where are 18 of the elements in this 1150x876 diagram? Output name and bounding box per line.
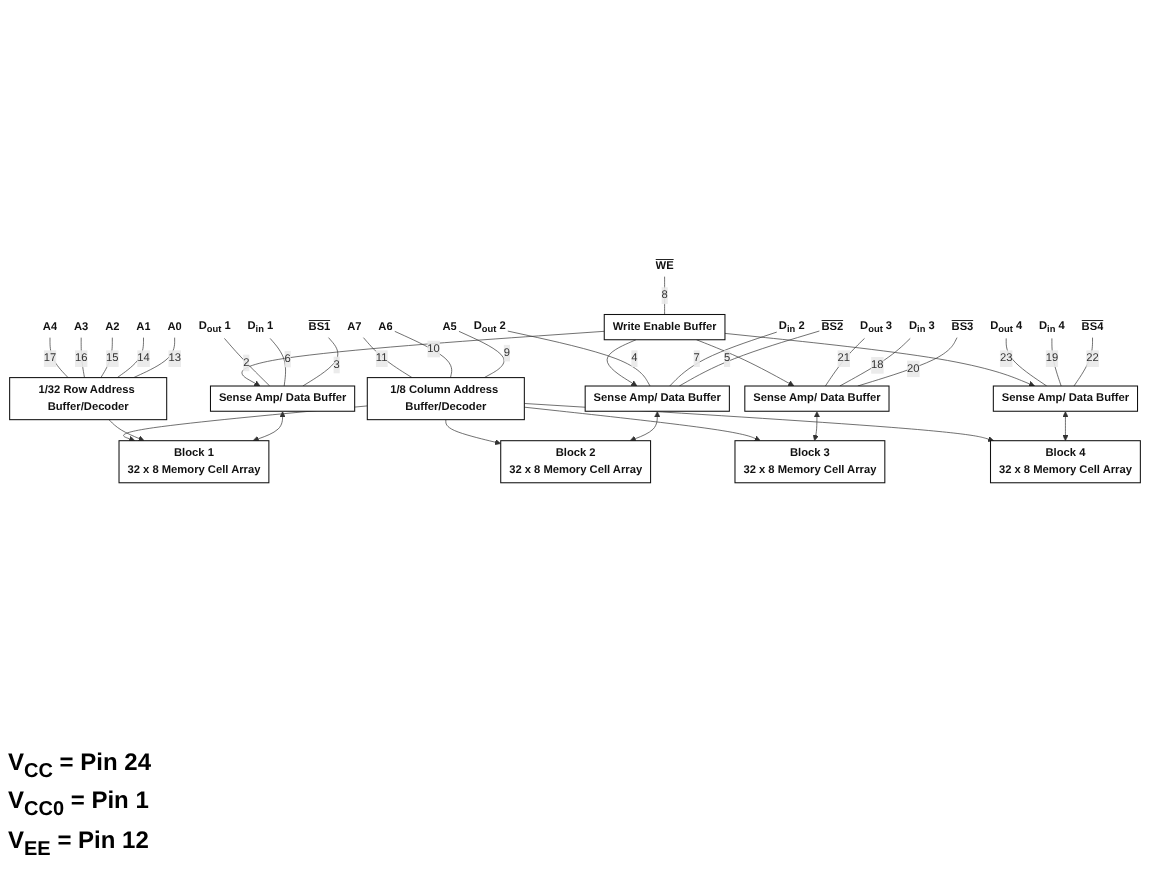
connector xyxy=(224,338,271,388)
connector xyxy=(669,332,778,388)
connector xyxy=(302,338,339,388)
supply-pin-note: V$_{EE}$ = Pin 12 xyxy=(8,825,151,860)
connector xyxy=(857,338,958,388)
connector xyxy=(269,338,286,388)
connector xyxy=(363,338,413,379)
connector xyxy=(507,331,651,388)
connector xyxy=(825,338,865,388)
supply-pin-note: V$_{CC}$ = Pin 24 xyxy=(8,747,151,783)
connector xyxy=(394,331,453,379)
connector xyxy=(458,331,505,379)
connector xyxy=(839,338,911,388)
connector xyxy=(133,338,175,379)
connector xyxy=(1005,338,1048,388)
connector xyxy=(678,331,820,388)
supply-pin-note: V$_{CC0}$ = Pin 1 xyxy=(8,786,151,822)
connector xyxy=(100,338,113,379)
